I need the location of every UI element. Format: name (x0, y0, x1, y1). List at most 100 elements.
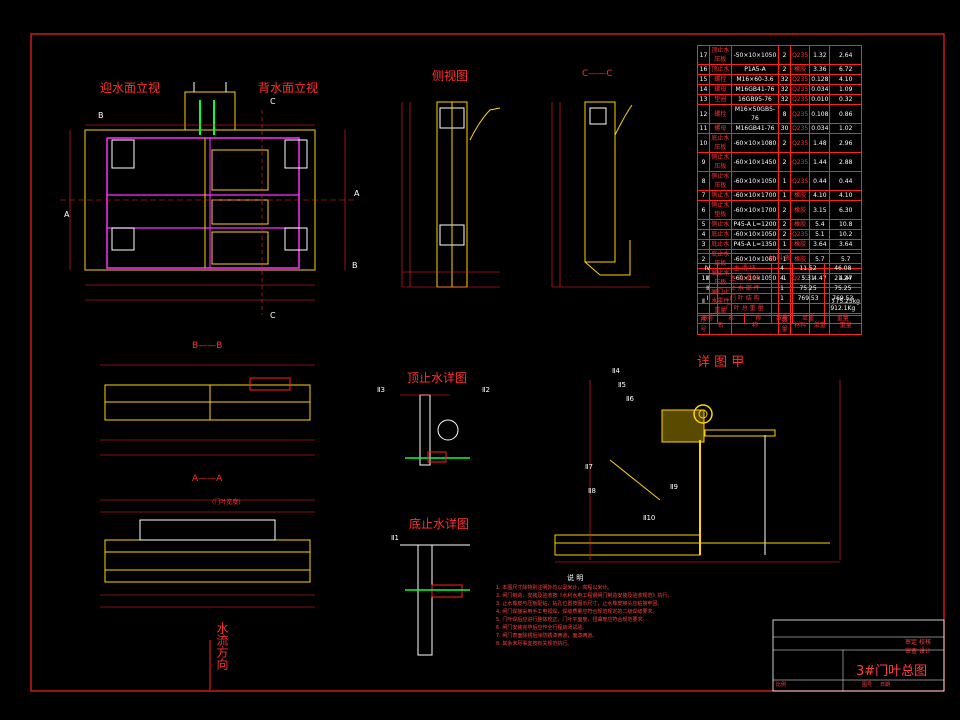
material-table-cell: 门 叶 结 构 (717, 293, 773, 304)
parts-table-cell: 2 (778, 200, 792, 220)
parts-table-cell: 0.108 (809, 104, 831, 124)
material-table-header-cell: 称 (744, 313, 773, 324)
detail-a-view (554, 380, 841, 563)
parts-table-cell: 3.15 (809, 200, 831, 220)
section-marker-a-right: A (354, 189, 360, 198)
parts-table-cell: 螺栓 (708, 104, 732, 124)
callout-ii8: Ⅱ8 (588, 487, 596, 495)
parts-table-cell: 13 (697, 94, 710, 105)
parts-table-cell: 侧止水压板 (708, 152, 732, 172)
drawing-frame (30, 33, 945, 692)
material-table-header-cell: 名 (717, 313, 746, 324)
parts-table-cell: 橡胶 (790, 190, 811, 201)
parts-table-cell: 橡胶 (790, 64, 811, 75)
callout-ii9: Ⅱ9 (670, 483, 678, 491)
parts-table-cell: 顶止水压板 (708, 45, 732, 65)
parts-table-cell: 2.96 (829, 133, 862, 153)
parts-table-cell: 9 (697, 152, 710, 172)
section-bb-view (100, 364, 315, 456)
material-table-title: 材 料 表 (697, 253, 862, 264)
parts-table-cell: 1 (778, 171, 792, 191)
parts-table-cell: 32 (778, 84, 792, 95)
parts-table-cell: P45-A L=1350 (730, 239, 780, 250)
note-line: 5. 门叶焊后应进行整体校正，门叶平面度、扭曲度应符合规范要求。 (496, 617, 648, 623)
parts-table-cell: Q235 (790, 171, 811, 191)
title-block-frame (772, 619, 945, 692)
material-table-cell: 门 叶 总 重 量 (717, 303, 773, 314)
elevation-view (60, 82, 355, 315)
parts-table-cell: 0.32 (829, 94, 862, 105)
side-view (401, 101, 501, 288)
material-table-cell (696, 303, 719, 314)
callout-ii1: Ⅱ1 (391, 534, 399, 542)
gate-width-dimension: (门叶宽度) (212, 499, 241, 506)
parts-table-cell: 15 (697, 74, 710, 85)
parts-table-cell: -60×10×1050 (730, 229, 780, 240)
parts-table-cell: 3 (697, 239, 710, 250)
parts-table-cell: 6.72 (829, 64, 862, 75)
parts-table-cell: 0.010 (809, 94, 831, 105)
section-marker-c-bottom: C (270, 311, 276, 320)
parts-table-cell: 垫圈 (708, 94, 732, 105)
callout-ii5: Ⅱ5 (618, 381, 626, 389)
parts-table-cell: 32 (778, 94, 792, 105)
note-line: 8. 其余未尽事宜按有关规范执行。 (496, 641, 573, 647)
note-line: 1. 本图尺寸除特别注明外均以毫米计，高程以米计。 (496, 585, 613, 591)
parts-table-cell: 2 (778, 45, 792, 65)
section-cc-view (551, 101, 650, 288)
parts-table-cell: 8 (697, 171, 710, 191)
parts-table-cell: -50×10×1050 (730, 45, 780, 65)
material-table-cell: 21.24 (823, 273, 863, 284)
callout-ii6: Ⅱ6 (626, 395, 634, 403)
material-table-cell: Ⅲ (696, 273, 719, 284)
parts-table-cell: 0.44 (809, 171, 831, 191)
parts-table-cell: Q235 (790, 45, 811, 65)
material-table-cell (771, 303, 793, 314)
parts-table-cell: 底止水压板 (708, 133, 732, 153)
parts-table-cell: M16GB41-76 (730, 84, 780, 95)
title-block-number: 图号 (862, 682, 873, 688)
material-table-cell: 912.1Kg (823, 303, 863, 314)
parts-table-cell: 0.44 (829, 171, 862, 191)
callout-ii7: Ⅱ7 (585, 463, 593, 471)
parts-table-cell: 17 (697, 45, 710, 65)
parts-table-cell: Q235 (790, 104, 811, 124)
material-table-cell: 46.08 (823, 263, 863, 274)
parts-table-cell: M16×50GB5-76 (730, 104, 780, 124)
material-table-cell (791, 303, 825, 314)
parts-table-cell: 2 (778, 219, 792, 230)
parts-table-cell: 14 (697, 84, 710, 95)
material-table-cell: 主 滑 块 (717, 263, 773, 274)
parts-table-cell: 橡胶 (790, 239, 811, 250)
note-line: 4. 闸门焊接采用手工电弧焊，焊缝质量应符合规范规定的二级焊缝要求。 (496, 609, 658, 615)
parts-table-cell: 2 (778, 64, 792, 75)
material-table-header-cell: 数量 (771, 313, 793, 324)
section-marker-a-left: A (64, 210, 70, 219)
material-table-cell: Ⅰ (696, 293, 719, 304)
parts-table-cell: 3.64 (829, 239, 862, 250)
parts-table-cell: 4.10 (809, 190, 831, 201)
parts-table-cell: Q235 (790, 84, 811, 95)
note-line: 2. 闸门制造、安装及验收按《水利水电工程钢闸门制造安装及验收规范》执行。 (496, 593, 673, 599)
parts-table-cell: 7 (697, 190, 710, 201)
parts-table-cell: P1A5-A (730, 64, 780, 75)
parts-table-cell: 顶止水 (708, 64, 732, 75)
parts-table-cell: 侧止水压板 (708, 171, 732, 191)
material-table-cell: 75.25 (791, 283, 825, 294)
section-aa-view (100, 499, 315, 690)
bottom-seal-detail (400, 544, 470, 656)
parts-table-cell: 6.30 (829, 200, 862, 220)
material-table-cell: Ⅳ (696, 263, 719, 274)
material-table-cell: Ⅱ (696, 283, 719, 294)
